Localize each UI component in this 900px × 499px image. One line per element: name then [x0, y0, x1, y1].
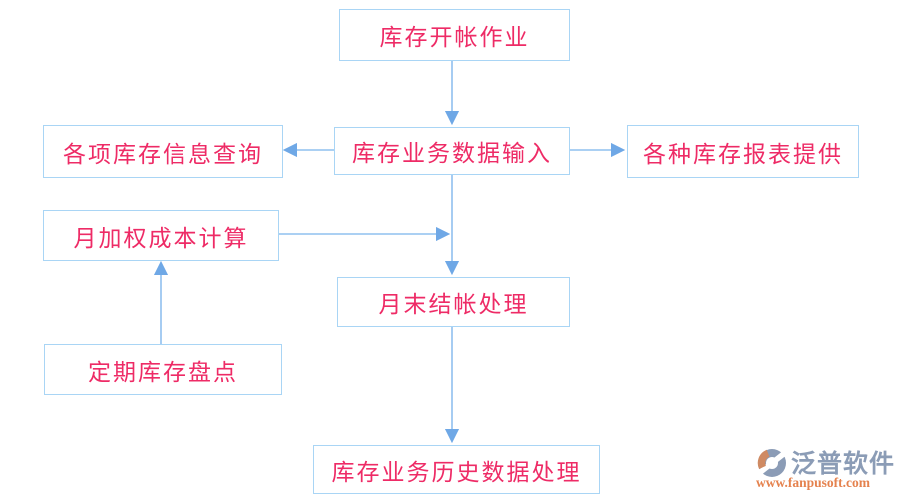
flow-node-label: 各项库存信息查询	[63, 141, 263, 167]
flow-node-inventory-opening: 库存开帐作业	[339, 9, 570, 61]
flow-node-label: 库存业务数据输入	[352, 141, 552, 166]
fanpu-logo-url: www.fanpusoft.com	[756, 475, 871, 490]
fanpu-logo-text: 泛普软件	[791, 450, 896, 478]
flow-node-label: 各种库存报表提供	[643, 141, 843, 167]
fanpu-logo: 泛普软件 www.fanpusoft.com	[752, 444, 900, 494]
flow-node-label: 月加权成本计算	[73, 225, 249, 251]
flow-node-label: 定期库存盘点	[88, 359, 238, 385]
flow-node-history-processing: 库存业务历史数据处理	[313, 445, 600, 494]
fanpu-logo-icon	[755, 447, 789, 479]
flow-node-periodic-count: 定期库存盘点	[44, 344, 282, 395]
flow-node-month-end-closing: 月末结帐处理	[337, 277, 570, 327]
flow-node-weighted-cost: 月加权成本计算	[43, 210, 279, 261]
flow-node-label: 库存业务历史数据处理	[331, 459, 582, 485]
flow-node-info-query: 各项库存信息查询	[43, 125, 283, 178]
flow-node-label: 库存开帐作业	[379, 25, 530, 50]
flow-node-business-data-input: 库存业务数据输入	[334, 127, 570, 175]
flow-node-report-provision: 各种库存报表提供	[627, 125, 859, 178]
flow-node-label: 月末结帐处理	[378, 292, 529, 317]
